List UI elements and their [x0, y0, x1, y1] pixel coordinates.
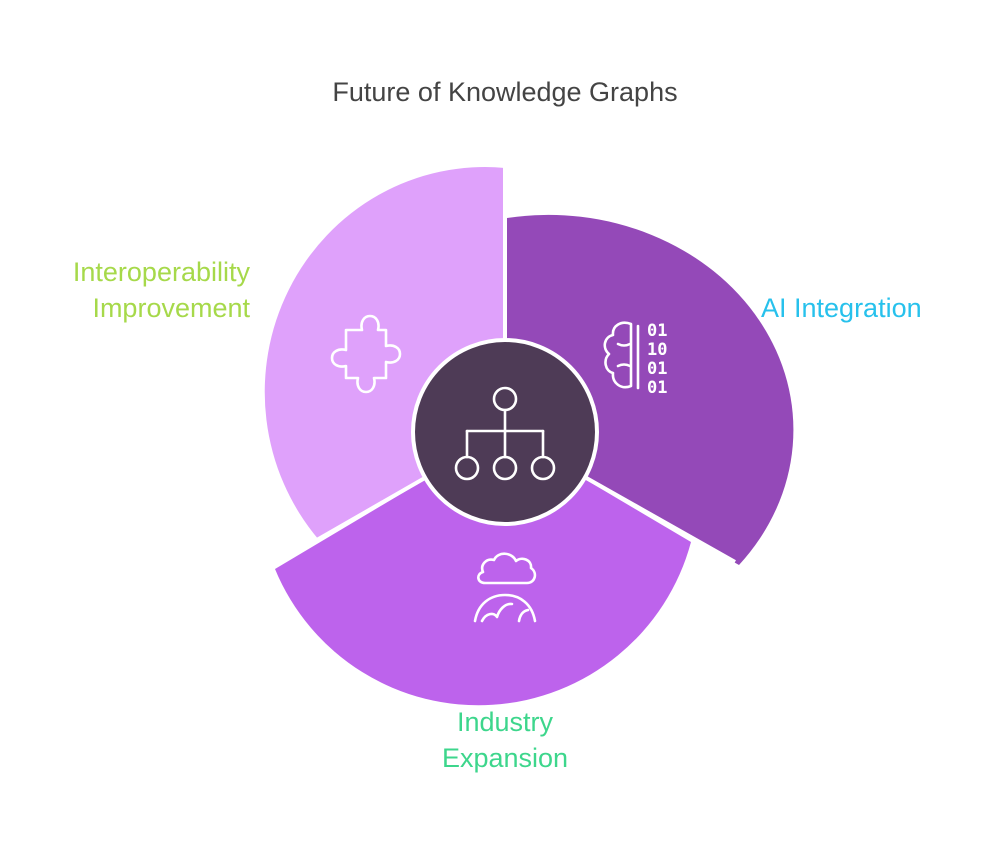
label-line: Improvement [92, 293, 250, 323]
binary-line: 01 [647, 378, 667, 398]
label-interoperability-improvement: Interoperability Improvement [73, 257, 251, 323]
label-line: AI Integration [761, 293, 922, 323]
page-title: Future of Knowledge Graphs [332, 77, 677, 107]
label-line: Expansion [442, 743, 568, 773]
puzzle-piece-icon [330, 314, 402, 394]
binary-line: 01 [647, 359, 667, 379]
binary-line: 10 [647, 340, 667, 360]
segment-ai-integration [505, 214, 794, 565]
brain-binary-icon: 01 10 01 01 [603, 321, 667, 398]
binary-line: 01 [647, 321, 667, 341]
hierarchy-network-icon [454, 386, 556, 481]
label-industry-expansion: Industry Expansion [442, 707, 568, 773]
label-line: Interoperability [73, 257, 251, 287]
label-ai-integration: AI Integration [761, 293, 922, 323]
label-line: Industry [457, 707, 554, 737]
cloud-globe-icon [473, 552, 537, 623]
